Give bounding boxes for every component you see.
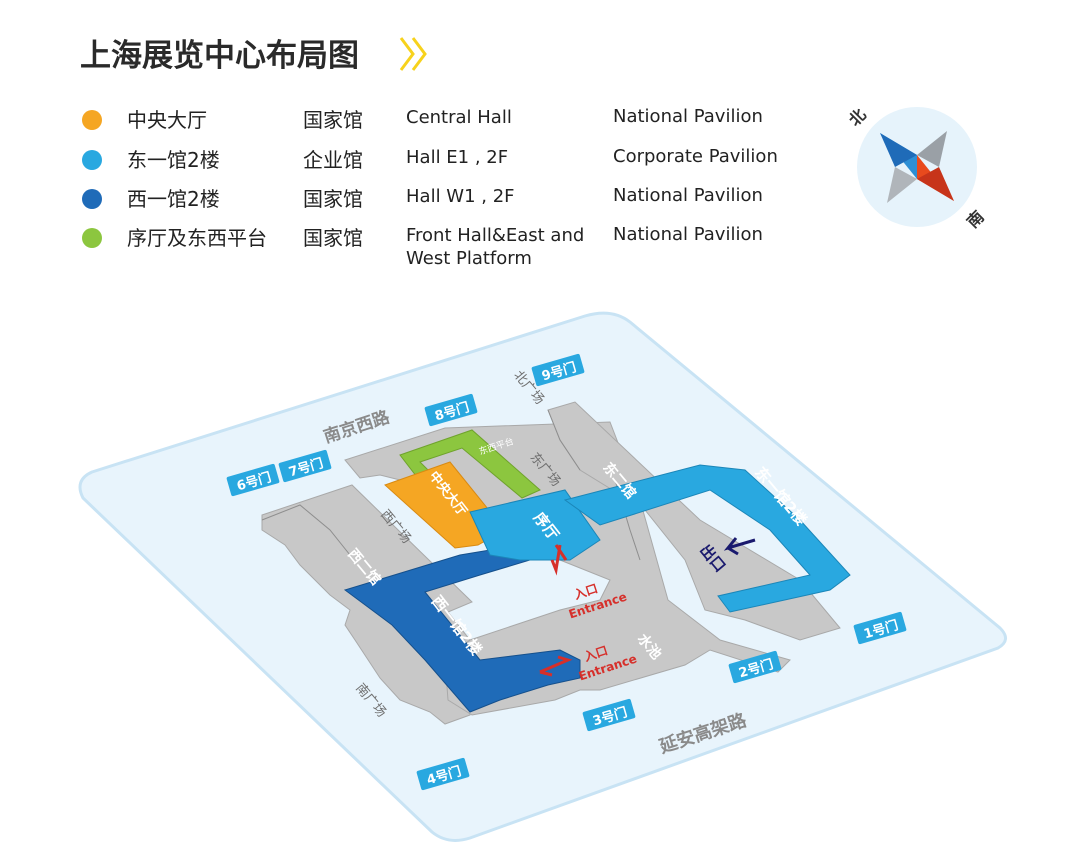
legend-hall-name: 序厅及东西平台 <box>127 226 267 250</box>
legend-row-hall-e1: 东一馆2楼 企业馆 Hall E1 , 2F Corporate Pavilio… <box>0 144 820 174</box>
legend-pavilion: Corporate Pavilion <box>613 146 778 167</box>
legend-hall-english: Central Hall <box>406 107 512 128</box>
legend-hall-name: 东一馆2楼 <box>127 148 220 172</box>
compass: 北 南 <box>845 105 988 232</box>
gate-badge-6 <box>226 463 280 497</box>
legend-hall-english-line2: West Platform <box>406 248 532 269</box>
entrance-arrow-icon-2 <box>539 655 573 677</box>
legend-dot <box>82 228 102 248</box>
entrance-arrow-icon <box>550 544 568 576</box>
legend-dot <box>82 110 102 130</box>
gate-badge-4 <box>416 757 470 791</box>
legend-row-front-hall: 序厅及东西平台 国家馆 Front Hall&East and West Pla… <box>0 222 820 272</box>
legend-hall-name: 西一馆2楼 <box>127 187 220 211</box>
page-title: 上海展览中心布局图 <box>80 38 359 74</box>
gate-badge-7 <box>278 449 332 483</box>
legend-hall-name: 中央大厅 <box>127 108 207 132</box>
legend-hall-type: 国家馆 <box>303 226 363 250</box>
gate-badge-2 <box>728 650 782 684</box>
gate-badge-8 <box>424 393 478 427</box>
front-hall-blue <box>469 489 601 561</box>
legend-row-central-hall: 中央大厅 国家馆 Central Hall National Pavilion <box>0 104 820 134</box>
east-hall-blue <box>563 464 851 613</box>
chevron-right-icon <box>399 37 427 71</box>
gate-badge-3 <box>582 698 636 732</box>
legend-hall-english: Hall W1 , 2F <box>406 186 515 207</box>
legend-hall-type: 国家馆 <box>303 108 363 132</box>
map-base-plate <box>78 311 1007 842</box>
legend-dot <box>82 150 102 170</box>
legend-hall-english-line1: Front Hall&East and <box>406 225 585 246</box>
exit-arrow-icon <box>723 537 756 556</box>
legend-pavilion: National Pavilion <box>613 106 763 127</box>
legend-hall-english: Hall E1 , 2F <box>406 147 509 168</box>
gate-badge-9 <box>531 353 585 387</box>
legend-hall-english: Front Hall&East and West Platform <box>406 224 584 270</box>
legend-hall-type: 国家馆 <box>303 187 363 211</box>
gate-badge-1 <box>853 611 907 645</box>
legend-pavilion: National Pavilion <box>613 224 763 245</box>
legend-row-hall-w1: 西一馆2楼 国家馆 Hall W1 , 2F National Pavilion <box>0 183 820 213</box>
legend-hall-type: 企业馆 <box>303 148 363 172</box>
legend-dot <box>82 189 102 209</box>
legend-pavilion: National Pavilion <box>613 185 763 206</box>
